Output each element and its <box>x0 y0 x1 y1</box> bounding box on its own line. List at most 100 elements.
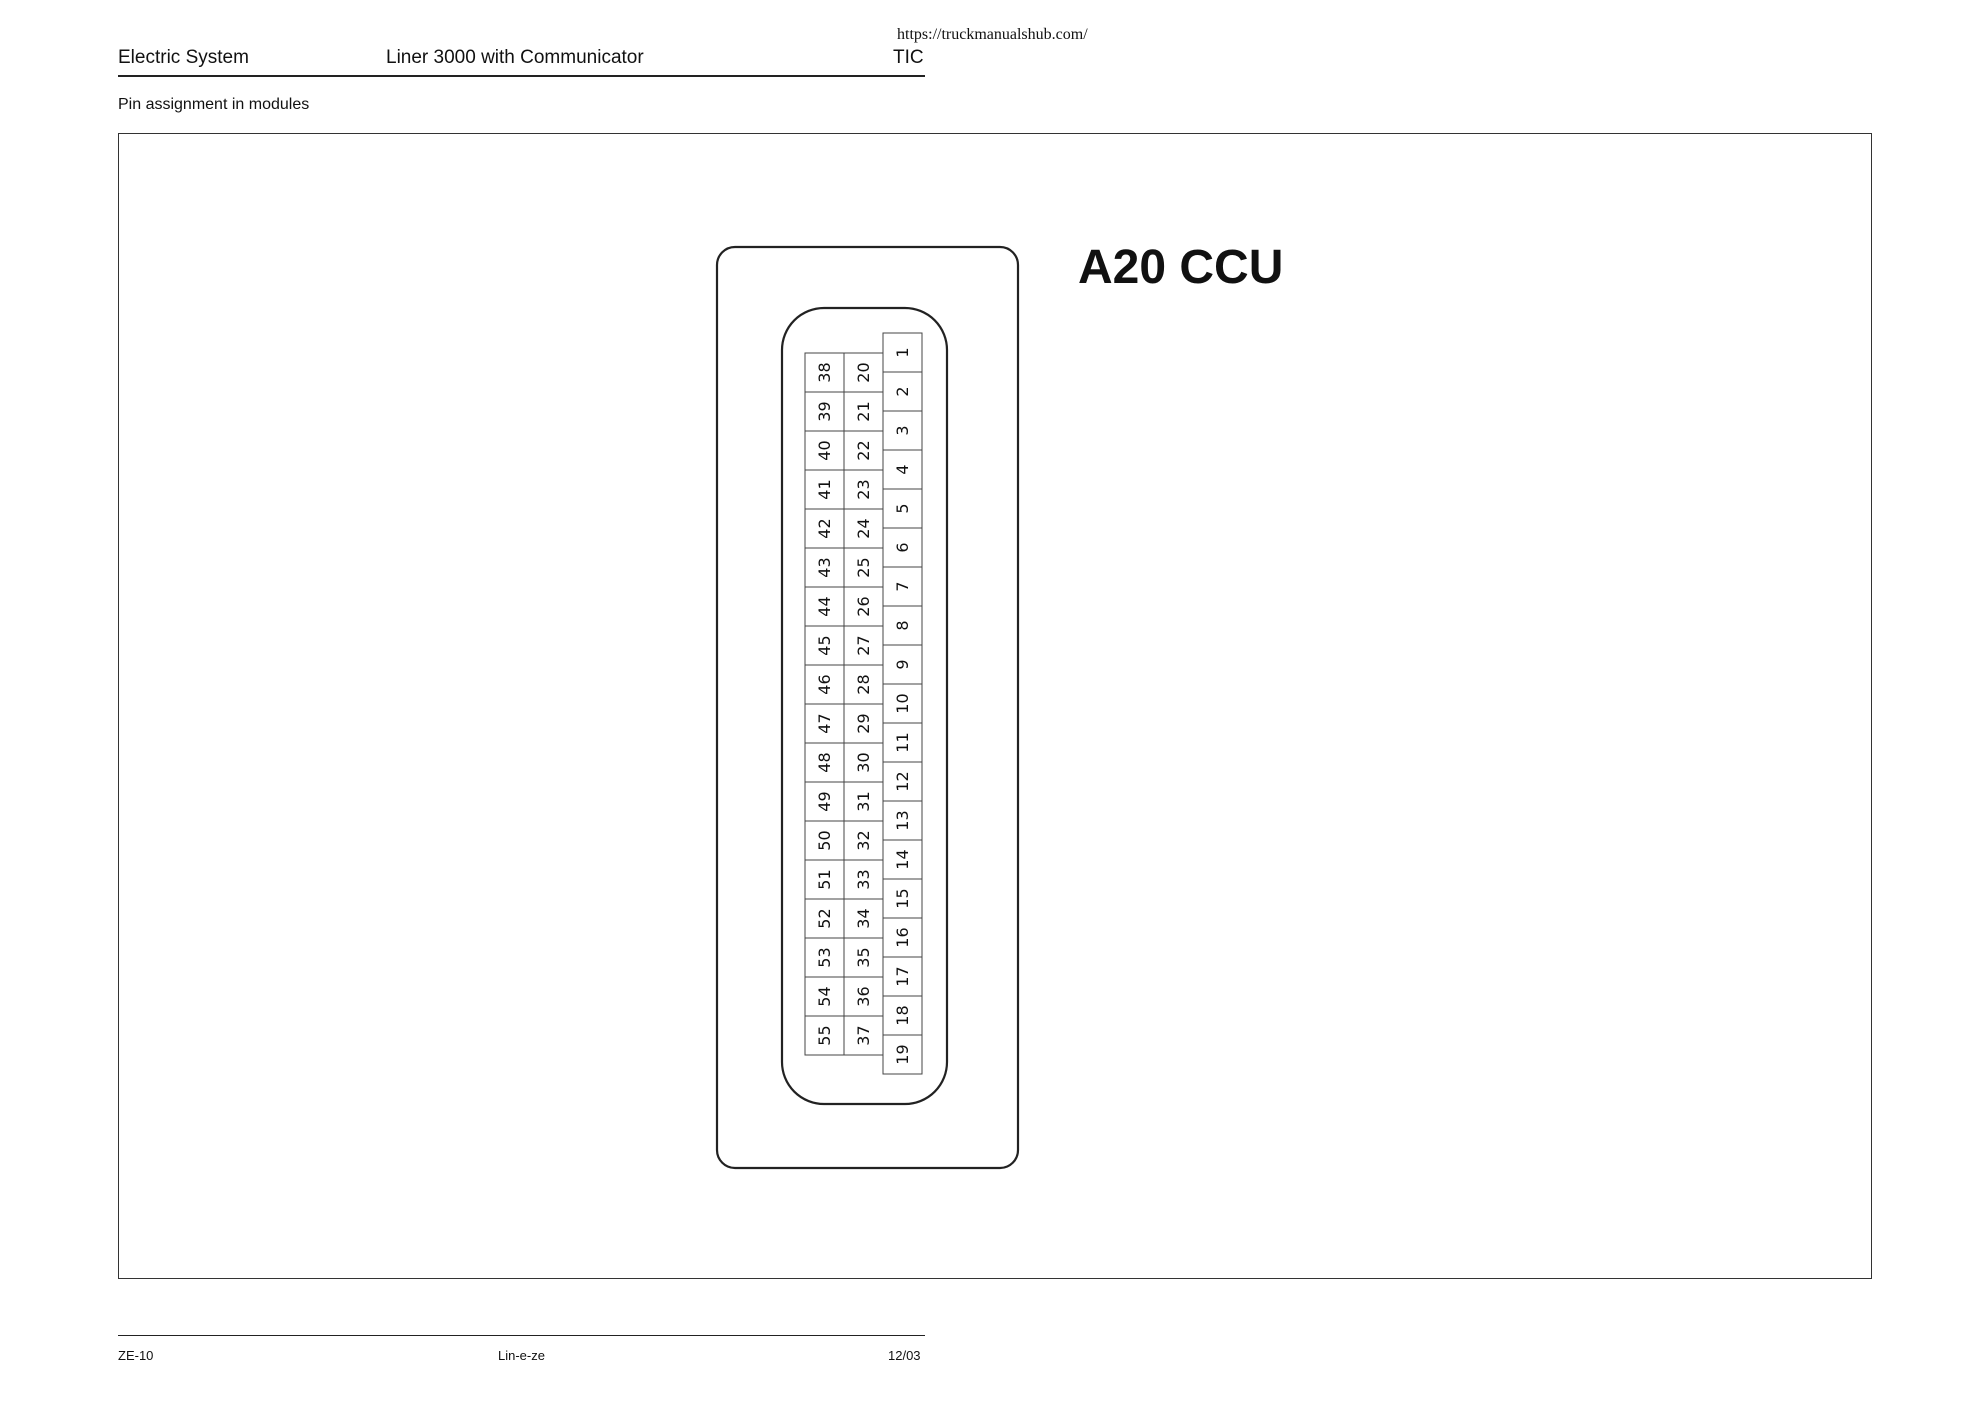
pin-label-35: 35 <box>854 947 873 967</box>
pin-label-28: 28 <box>854 674 873 694</box>
pin-label-15: 15 <box>893 888 912 908</box>
pin-cell-25 <box>843 547 884 588</box>
pin-label-22: 22 <box>854 440 873 460</box>
pin-cell-21 <box>843 391 884 432</box>
pin-label-3: 3 <box>893 425 912 435</box>
pin-label-6: 6 <box>893 542 912 552</box>
pin-label-26: 26 <box>854 596 873 616</box>
pin-label-39: 39 <box>815 401 834 421</box>
pin-label-41: 41 <box>815 479 834 499</box>
pin-cell-53 <box>804 937 845 978</box>
pin-cell-13 <box>882 800 923 841</box>
pin-cell-26 <box>843 586 884 627</box>
pin-label-47: 47 <box>815 713 834 733</box>
pin-cell-39 <box>804 391 845 432</box>
footer-rule <box>118 1335 925 1336</box>
module-title: A20 CCU <box>1078 241 1284 294</box>
diagram-frame <box>118 133 1872 1279</box>
pin-cell-10 <box>882 683 923 724</box>
pin-label-27: 27 <box>854 635 873 655</box>
pin-cell-35 <box>843 937 884 978</box>
pin-label-23: 23 <box>854 479 873 499</box>
pin-cell-1 <box>882 332 923 373</box>
pin-label-2: 2 <box>893 386 912 396</box>
header-code: TIC <box>893 47 924 68</box>
pin-label-14: 14 <box>893 849 912 869</box>
pin-cell-36 <box>843 976 884 1017</box>
pin-label-5: 5 <box>893 503 912 513</box>
pin-label-17: 17 <box>893 966 912 986</box>
pin-cell-9 <box>882 644 923 685</box>
pin-cell-37 <box>843 1015 884 1056</box>
pin-label-1: 1 <box>893 347 912 357</box>
pin-label-13: 13 <box>893 810 912 830</box>
pin-cell-55 <box>804 1015 845 1056</box>
pin-label-10: 10 <box>893 693 912 713</box>
pin-label-9: 9 <box>893 659 912 669</box>
footer-page: ZE-10 <box>118 1348 154 1363</box>
footer-doc: Lin-e-ze <box>498 1348 545 1363</box>
pin-cell-19 <box>882 1034 923 1075</box>
pin-label-54: 54 <box>815 986 834 1006</box>
pin-cell-44 <box>804 586 845 627</box>
pin-label-31: 31 <box>854 791 873 811</box>
pin-label-24: 24 <box>854 518 873 538</box>
pin-label-33: 33 <box>854 869 873 889</box>
pin-label-45: 45 <box>815 635 834 655</box>
pin-label-51: 51 <box>815 869 834 889</box>
pin-label-34: 34 <box>854 908 873 928</box>
pin-label-43: 43 <box>815 557 834 577</box>
pin-cell-3 <box>882 410 923 451</box>
pin-label-16: 16 <box>893 927 912 947</box>
pin-label-42: 42 <box>815 518 834 538</box>
pin-label-52: 52 <box>815 908 834 928</box>
pin-label-11: 11 <box>893 732 912 752</box>
pin-cell-11 <box>882 722 923 763</box>
pin-label-29: 29 <box>854 713 873 733</box>
pin-cell-50 <box>804 820 845 861</box>
pin-label-49: 49 <box>815 791 834 811</box>
pin-cell-14 <box>882 839 923 880</box>
pin-label-18: 18 <box>893 1005 912 1025</box>
pin-label-36: 36 <box>854 986 873 1006</box>
connector-housing <box>715 245 1020 1170</box>
pin-cell-16 <box>882 917 923 958</box>
header-rule <box>118 75 925 77</box>
pin-cell-29 <box>843 703 884 744</box>
pin-cell-40 <box>804 430 845 471</box>
pin-cell-43 <box>804 547 845 588</box>
pin-cell-4 <box>882 449 923 490</box>
pin-label-37: 37 <box>854 1025 873 1045</box>
connector-socket <box>780 306 949 1106</box>
pin-cell-31 <box>843 781 884 822</box>
pin-label-40: 40 <box>815 440 834 460</box>
pin-cell-51 <box>804 859 845 900</box>
pin-cell-30 <box>843 742 884 783</box>
pin-label-4: 4 <box>893 464 912 474</box>
pin-label-12: 12 <box>893 771 912 791</box>
header-model: Liner 3000 with Communicator <box>386 47 644 68</box>
pin-cell-15 <box>882 878 923 919</box>
pin-label-48: 48 <box>815 752 834 772</box>
pin-label-20: 20 <box>854 362 873 382</box>
pin-grid: 1234567891011121314151617181920212223242… <box>804 332 923 1075</box>
pin-cell-6 <box>882 527 923 568</box>
pin-cell-47 <box>804 703 845 744</box>
pin-label-44: 44 <box>815 596 834 616</box>
header-section: Electric System <box>118 47 249 68</box>
pin-label-46: 46 <box>815 674 834 694</box>
pin-label-38: 38 <box>815 362 834 382</box>
pin-label-53: 53 <box>815 947 834 967</box>
pin-cell-41 <box>804 469 845 510</box>
pin-cell-17 <box>882 956 923 997</box>
pin-cell-8 <box>882 605 923 646</box>
pin-cell-49 <box>804 781 845 822</box>
pin-label-19: 19 <box>893 1044 912 1064</box>
source-url: https://truckmanualshub.com/ <box>897 26 1088 43</box>
pin-cell-54 <box>804 976 845 1017</box>
pin-label-50: 50 <box>815 830 834 850</box>
footer-date: 12/03 <box>888 1348 921 1363</box>
pin-cell-28 <box>843 664 884 705</box>
page-subtitle: Pin assignment in modules <box>118 96 310 113</box>
